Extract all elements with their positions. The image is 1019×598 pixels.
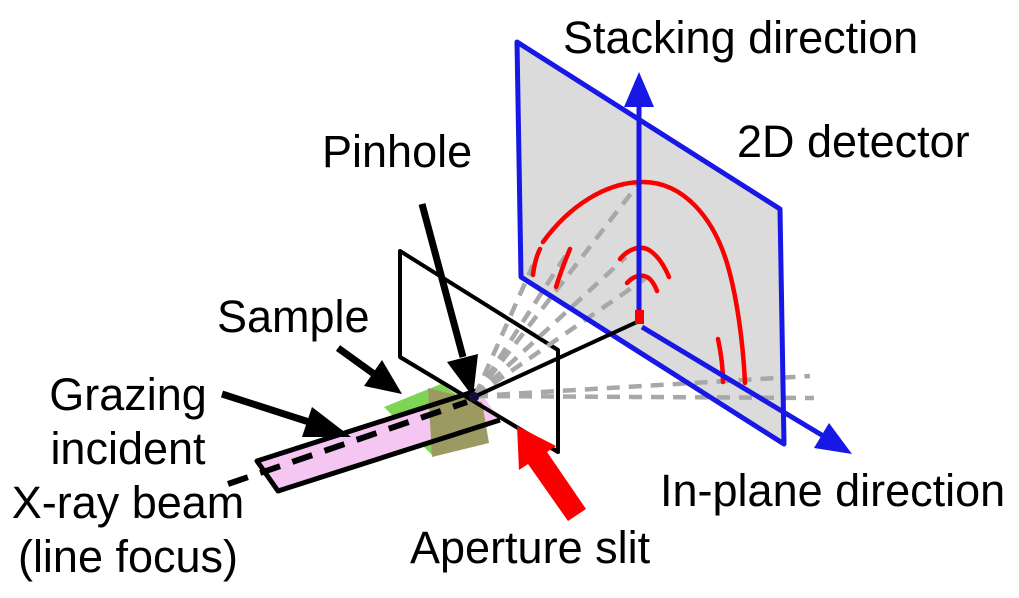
scattered-ray <box>473 181 641 398</box>
label-in-plane-direction: In-plane direction <box>660 465 1006 516</box>
scattered-ray <box>474 373 811 399</box>
direct-beam-line <box>475 320 638 398</box>
pinhole-dot <box>469 392 479 402</box>
scattered-ray <box>474 393 815 401</box>
diffraction-arc-small-outer <box>617 245 672 280</box>
scattered-ray <box>473 255 628 398</box>
scattered-ray <box>472 264 536 397</box>
stacking-axis-arrowhead-icon <box>624 72 654 107</box>
diffraction-arc-small-inner <box>624 273 660 294</box>
label-grazing-line3: X-ray beam <box>11 477 245 528</box>
diffraction-arc-outer-left-segment <box>530 246 543 278</box>
diffraction-arc-outer <box>540 179 748 386</box>
diffraction-arc-middle-left-segment <box>553 246 573 290</box>
pinhole-pointer-shaft <box>418 203 467 358</box>
pinhole-pointer-arrowhead-icon <box>447 354 478 397</box>
direct-beam-spot <box>635 310 644 324</box>
scattered-ray <box>473 253 568 398</box>
sample-pointer-shaft <box>335 345 377 377</box>
beam-pointer-shaft <box>220 390 311 426</box>
label-sample: Sample <box>217 291 370 342</box>
diffraction-arc-group <box>530 179 748 386</box>
inplane-axis-arrowhead-icon <box>814 423 852 454</box>
beam-centerline <box>227 399 468 487</box>
label-grazing-line4: (line focus) <box>17 531 239 582</box>
sample-pointer-arrowhead-icon <box>364 360 402 394</box>
scattered-ray <box>473 276 648 398</box>
label-stacking-direction: Stacking direction <box>563 12 919 63</box>
label-grazing-line1: Grazing <box>49 369 207 420</box>
label-pinhole: Pinhole <box>322 126 473 177</box>
beam-outline <box>254 387 501 494</box>
label-grazing-incident-beam: Grazing incident X-ray beam (line focus) <box>0 368 266 584</box>
detector-border <box>514 39 787 447</box>
label-2d-detector: 2D detector <box>737 116 970 167</box>
label-grazing-line2: incident <box>50 423 206 474</box>
inplane-axis-line <box>640 324 832 443</box>
label-aperture-slit: Aperture slit <box>410 522 651 573</box>
scattered-ray-group <box>472 181 815 401</box>
beam-pointer-arrowhead-icon <box>302 407 351 437</box>
aperture-slit-pointer-arrow-icon <box>517 426 586 521</box>
